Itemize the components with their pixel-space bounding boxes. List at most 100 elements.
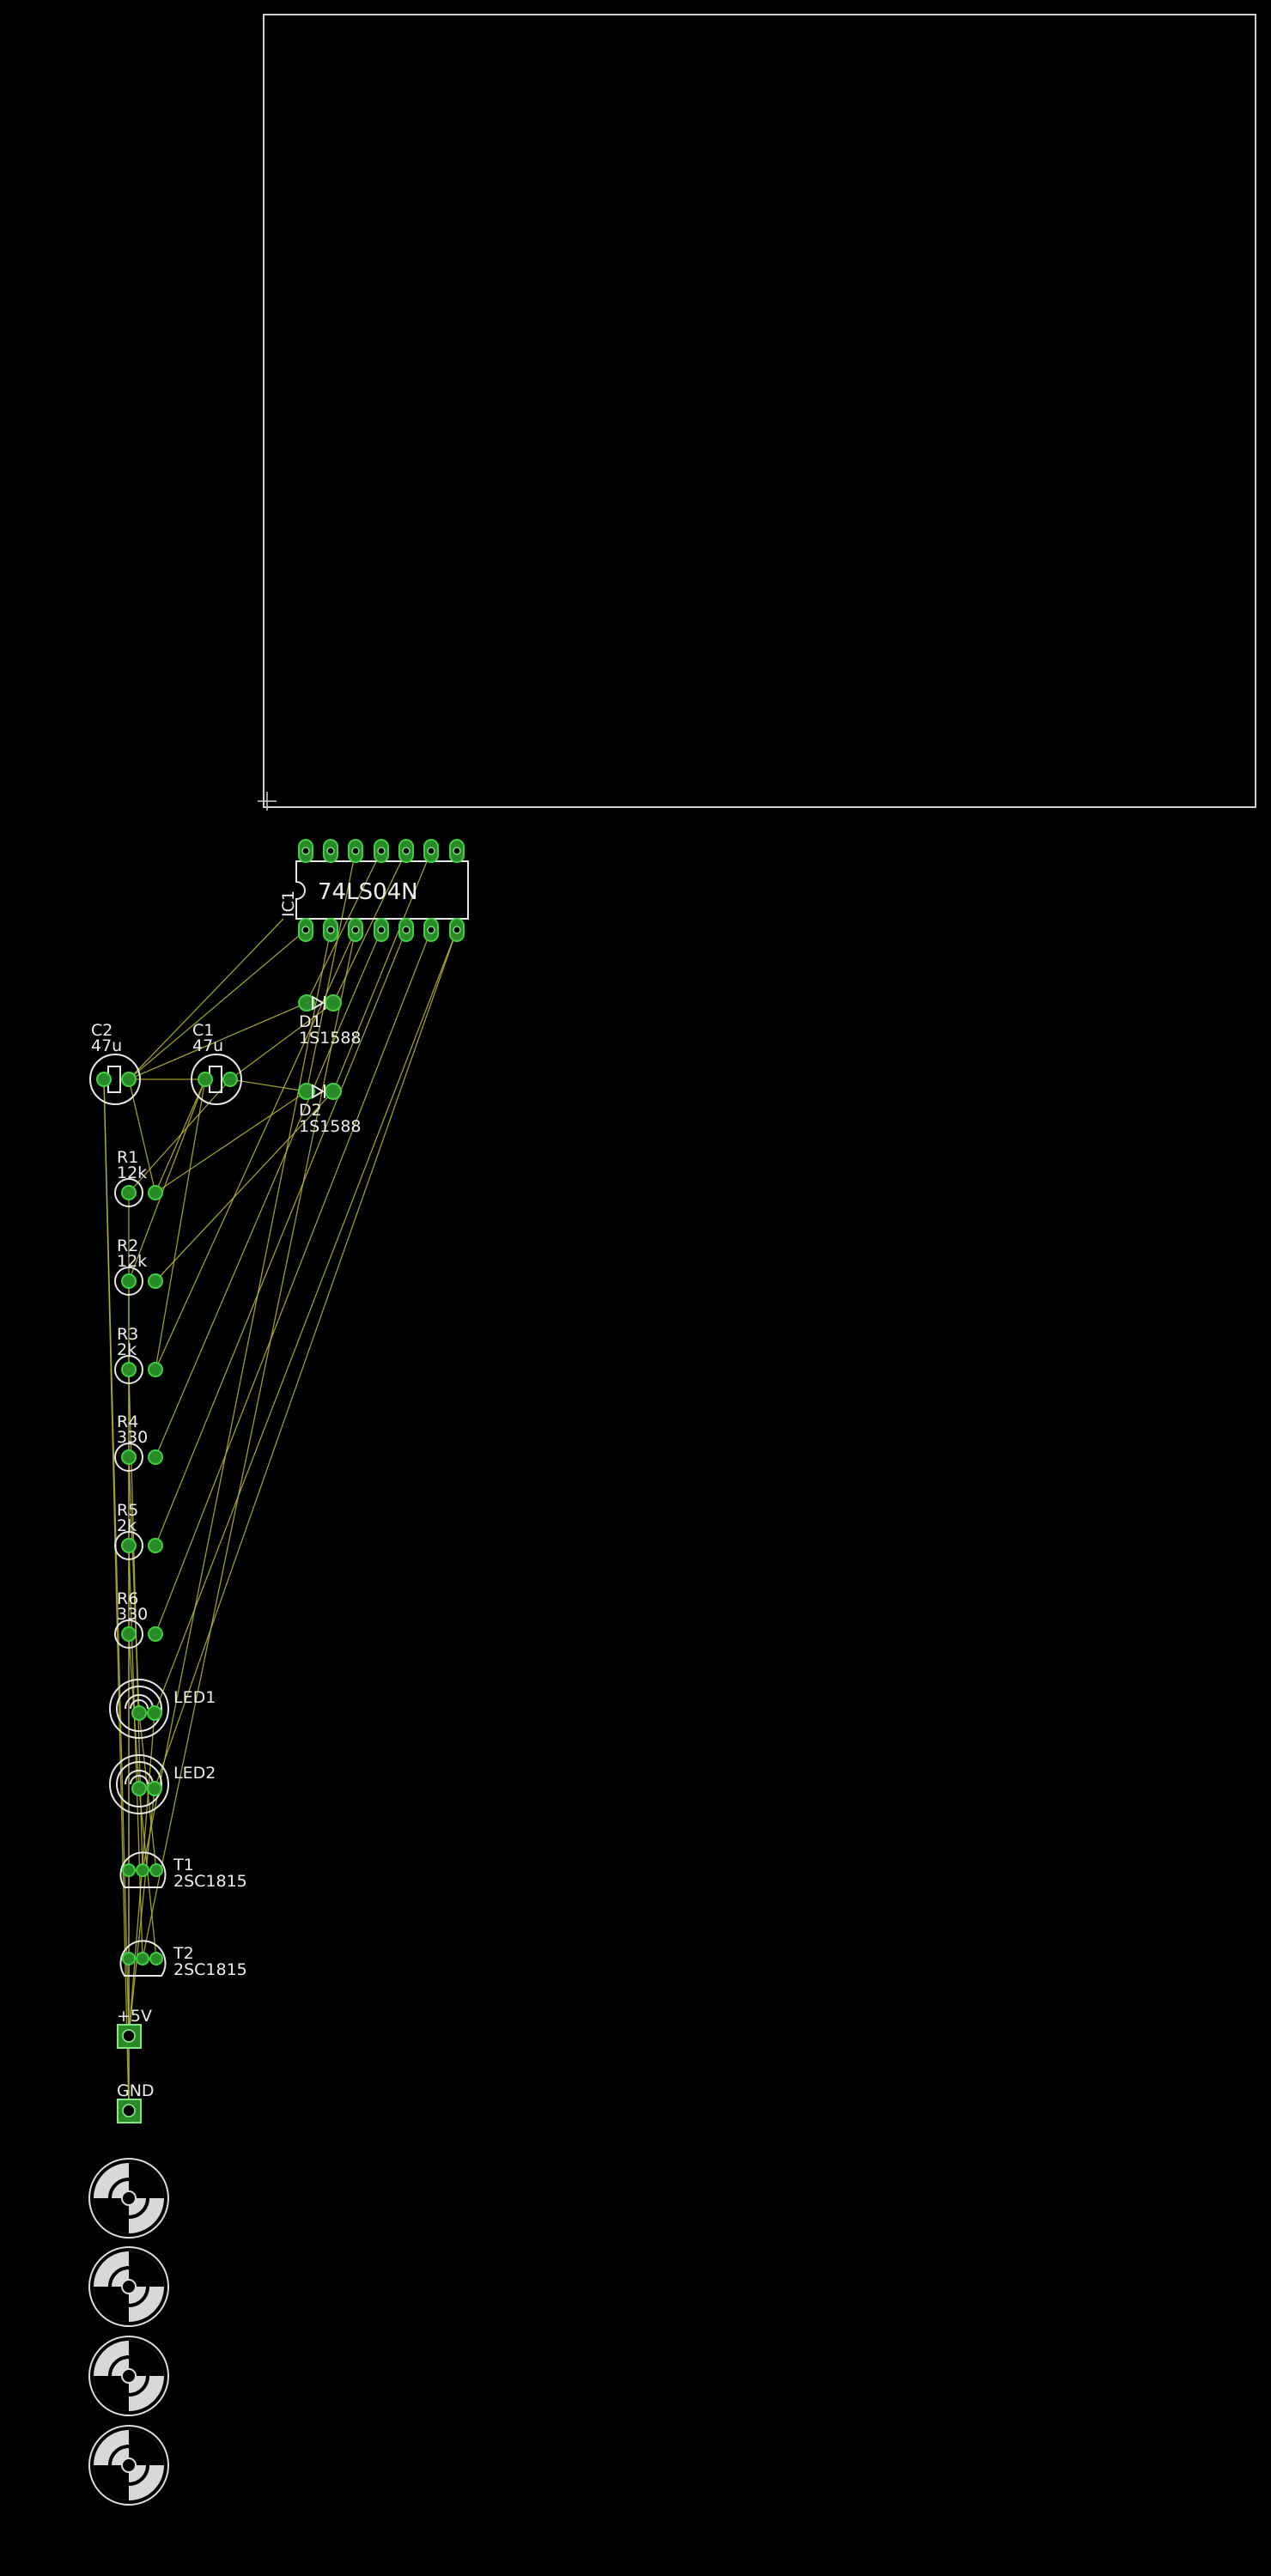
r5-pad-2 <box>148 1538 163 1553</box>
5v-name-label: +5V <box>117 2007 152 2026</box>
resistor-r4[interactable]: R4 330 <box>114 1413 163 1472</box>
led2-name-label: LED2 <box>173 1764 216 1783</box>
t2-name-label: T2 <box>173 1944 194 1963</box>
airwire <box>155 929 432 1635</box>
ic-pin-hole <box>301 926 310 934</box>
diode-d1[interactable]: D1 1S1588 <box>298 994 362 1048</box>
t1-pad-b <box>136 1863 149 1877</box>
airwire <box>128 1456 140 1714</box>
led2-outline <box>109 1754 169 1814</box>
mounting-hole-icon <box>88 2158 169 2239</box>
r3-value-label: 2k <box>117 1340 137 1359</box>
airwire <box>128 1078 206 1282</box>
r5-value-label: 2k <box>117 1516 137 1535</box>
r3-pad-1 <box>121 1362 137 1377</box>
airwire <box>128 929 307 1080</box>
mounting-hole-icon <box>88 2425 169 2506</box>
c2-pad-plus <box>96 1072 112 1087</box>
diode-symbol-icon <box>312 1084 325 1099</box>
airwire <box>142 929 331 1871</box>
mounting-holes <box>88 2158 169 2506</box>
r1-pad-1 <box>121 1185 137 1200</box>
airwire <box>332 850 432 1092</box>
gnd-pad-hole <box>122 2104 136 2117</box>
resistor-r1[interactable]: R1 12k <box>114 1148 163 1207</box>
led1-pad-k <box>147 1705 162 1721</box>
capacitor-c2[interactable]: C2 47u <box>89 1021 141 1105</box>
c2-outline <box>89 1054 141 1105</box>
led-led1[interactable]: LED1 <box>109 1679 216 1739</box>
ic-pin-hole <box>453 847 461 855</box>
ic-pin-hole <box>377 926 386 934</box>
c1-value-label: 47u <box>192 1036 223 1055</box>
ic-pin-hole <box>402 926 410 934</box>
airwire <box>103 1078 130 2111</box>
airwire <box>155 1078 206 1370</box>
resistor-r6[interactable]: R6 330 <box>114 1589 163 1649</box>
r4-name-label: R4 <box>117 1413 138 1431</box>
connector-gnd[interactable]: GND <box>117 2081 155 2123</box>
r5-outline <box>114 1531 143 1560</box>
led2-pad-k <box>147 1781 162 1796</box>
t1-pad-e <box>122 1863 136 1877</box>
t1-pad-c <box>149 1863 163 1877</box>
ic-pin-hole <box>427 847 435 855</box>
airwire <box>155 929 407 1546</box>
5v-pad-hole <box>122 2029 136 2043</box>
r6-outline <box>114 1619 143 1649</box>
led-led2[interactable]: LED2 <box>109 1754 216 1814</box>
c1-name-label: C1 <box>192 1021 214 1040</box>
resistor-r5[interactable]: R5 2k <box>114 1501 163 1560</box>
airwire <box>306 850 382 1004</box>
d2-pad-a <box>298 1083 315 1100</box>
d2-pad-k <box>325 1083 342 1100</box>
d2-name-label: D2 <box>299 1101 322 1120</box>
r2-value-label: 12k <box>117 1252 147 1271</box>
r4-value-label: 330 <box>117 1428 148 1447</box>
resistor-r3[interactable]: R3 2k <box>114 1325 163 1384</box>
airwire <box>128 1078 156 1194</box>
led-arc-icon <box>125 1770 154 1785</box>
transistor-t1[interactable]: T1 2SC1815 <box>119 1851 247 1891</box>
diode-d2[interactable]: D2 1S1588 <box>298 1083 362 1136</box>
r5-name-label: R5 <box>117 1501 138 1520</box>
airwire <box>128 918 284 1080</box>
airwire <box>155 929 382 1458</box>
d1-pad-k <box>325 994 342 1012</box>
ic-pin-hole <box>301 847 310 855</box>
connector-5v[interactable]: +5V <box>117 2007 152 2049</box>
d1-pad-a <box>298 994 315 1012</box>
t1-value-label: 2SC1815 <box>173 1872 247 1891</box>
ratsnest-airwires <box>103 850 458 2111</box>
ic-pin-hole <box>377 847 386 855</box>
c2-pad-minus <box>121 1072 137 1087</box>
led1-inner <box>116 1686 162 1732</box>
airwire <box>142 929 356 1959</box>
ic1-name-label: IC1 <box>279 890 298 917</box>
board-outline[interactable] <box>263 14 1256 808</box>
led-arc-icon <box>125 1694 154 1710</box>
r6-pad-2 <box>148 1626 163 1642</box>
capacitor-c1[interactable]: C1 47u <box>191 1021 242 1105</box>
airwire <box>155 1078 206 1194</box>
transistor-t2[interactable]: T2 2SC1815 <box>119 1940 247 1979</box>
ic1-component[interactable]: 74LS04N IC1 <box>279 839 469 942</box>
airwire <box>154 929 458 1789</box>
d1-value-label: 1S1588 <box>299 1029 362 1048</box>
c1-pad-plus <box>198 1072 213 1087</box>
airwire <box>229 1078 307 1092</box>
r1-pad-2 <box>148 1185 163 1200</box>
airwire <box>128 1002 307 1080</box>
ic-pin-hole <box>326 926 335 934</box>
airwire <box>332 850 407 1004</box>
gnd-name-label: GND <box>117 2081 155 2100</box>
airwire <box>155 1091 307 1194</box>
d2-value-label: 1S1588 <box>299 1117 362 1136</box>
led1-name-label: LED1 <box>173 1688 216 1707</box>
resistor-r2[interactable]: R2 12k <box>114 1236 163 1296</box>
t2-pad-c <box>149 1952 163 1965</box>
r3-outline <box>114 1355 143 1384</box>
ic1-value-label: 74LS04N <box>318 879 418 905</box>
c1-outline <box>191 1054 242 1105</box>
